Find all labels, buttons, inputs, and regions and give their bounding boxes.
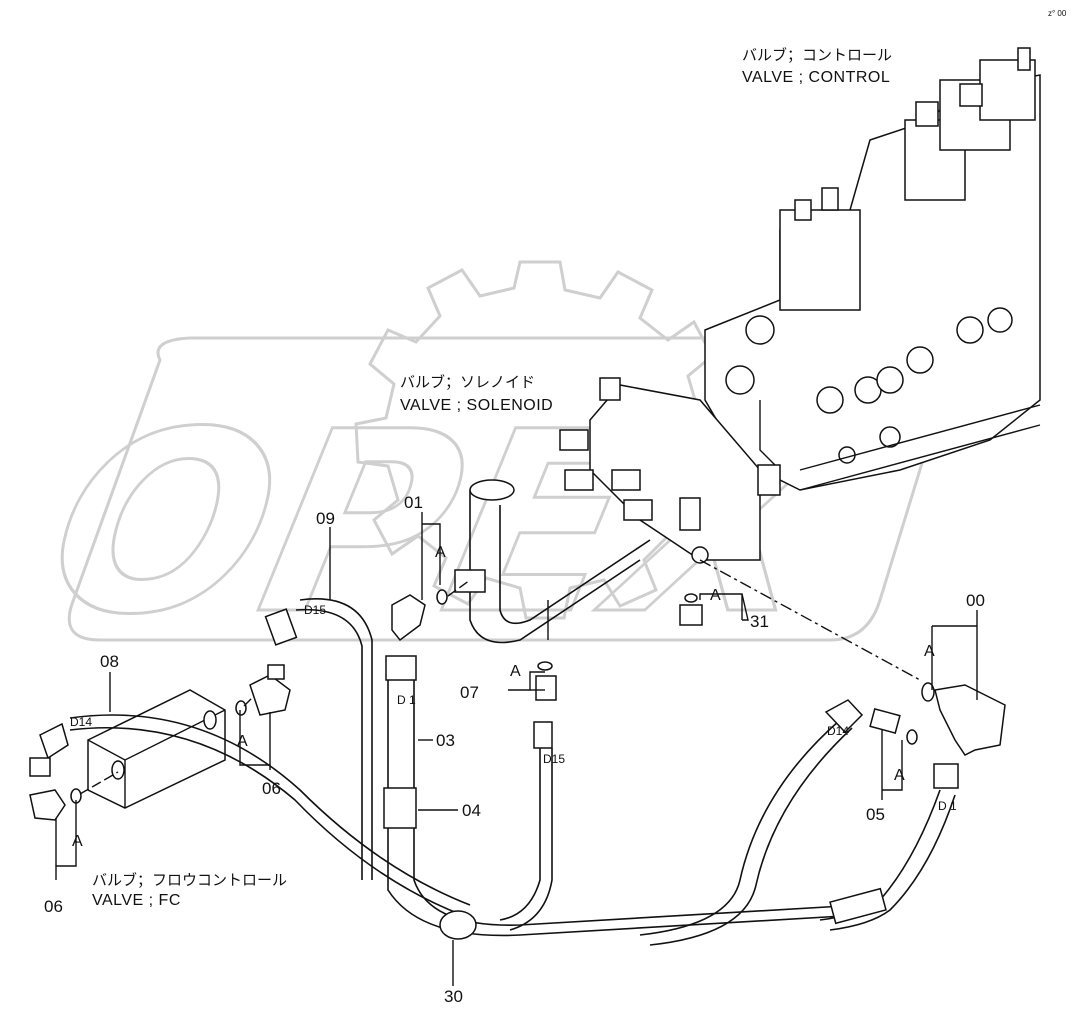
control-valve-drawing [704,47,1041,491]
leader-lines [55,512,978,986]
size-tag-d14-right: D14 [827,724,849,738]
port-lines [79,559,921,795]
port-mark-a-07: A [510,663,521,680]
part-number-30: 30 [444,987,463,1006]
part-number-05: 05 [866,805,885,824]
solenoid-valve-drawing [454,377,781,644]
part-number-06-lower: 06 [44,897,63,916]
port-mark-a-06-upper: A [237,733,248,750]
part-number-09: 09 [316,509,335,528]
size-tag-d1-mid: D 1 [397,693,416,707]
size-tag-d15-mid: D15 [543,752,565,766]
part-number-01: 01 [404,493,423,512]
part-number-03: 03 [436,731,455,750]
caption-control-jp: バルブ；コントロール [742,46,892,64]
caption-fc-en: VALVE ; FC [92,892,181,909]
port-mark-a-05: A [894,767,905,784]
part-number-31: 31 [750,612,769,631]
fc-valve-drawing [87,689,226,809]
size-tag-d15-top: D15 [304,603,326,617]
caption-control-en: VALVE ; CONTROL [742,69,890,86]
port-mark-a-01: A [435,544,446,561]
caption-fc-jp: バルブ；フロウコントロール [92,871,287,889]
part-number-06-upper: 06 [262,779,281,798]
port-mark-a-31: A [710,587,721,604]
size-tag-d1-right: D 1 [938,799,957,813]
port-mark-a-06-lower: A [72,833,83,850]
corner-mark: z° 00 [1048,9,1067,18]
part-number-04: 04 [462,801,481,820]
part-number-08: 08 [100,652,119,671]
caption-solenoid-jp: バルブ；ソレノイド [400,373,535,391]
part-number-00: 00 [966,591,985,610]
port-mark-a-00: A [924,643,935,660]
hoses [29,598,959,946]
size-tag-d14-left: D14 [70,715,92,729]
part-number-07: 07 [460,683,479,702]
caption-solenoid-en: VALVE ; SOLENOID [400,397,553,414]
fittings [29,589,1006,821]
